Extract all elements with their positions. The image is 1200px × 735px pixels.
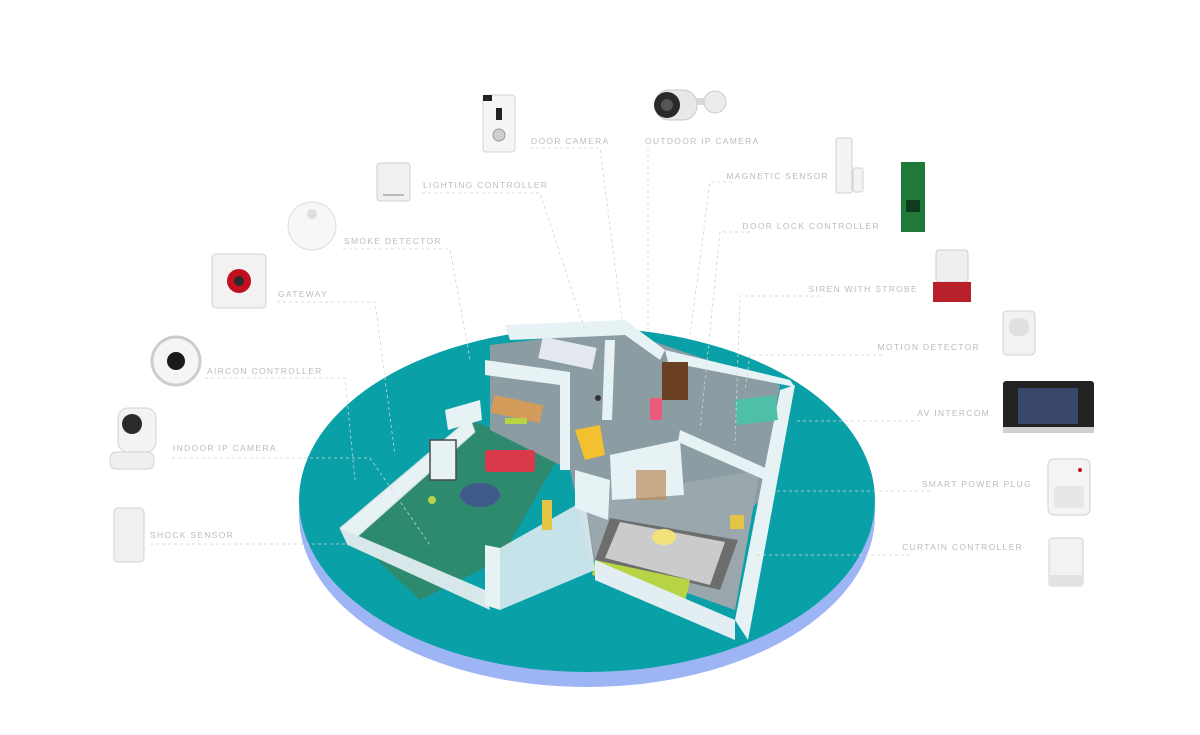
siren-with-strobe-icon [933,249,971,302]
magnetic-sensor-icon [835,137,864,194]
curtain-controller-icon [1048,537,1084,587]
motion-detector-icon [1002,310,1036,356]
label-motion-detector: MOTION DETECTOR [878,342,980,352]
floor-plan [339,320,795,640]
outdoor-ip-camera-icon [654,89,727,121]
label-curtain-controller: CURTAIN CONTROLLER [902,542,1023,552]
smart-power-plug-icon [1047,458,1091,516]
label-door-lock-controller: DOOR LOCK CONTROLLER [743,221,880,231]
labels: DOOR CAMERA OUTDOOR IP CAMERA LIGHTING C… [150,136,1032,552]
indoor-ip-camera-icon [109,407,157,470]
label-gateway: GATEWAY [278,289,328,299]
label-av-intercom: AV INTERCOM [917,408,990,418]
label-shock-sensor: SHOCK SENSOR [150,530,234,540]
shock-sensor-icon [113,507,145,563]
aircon-controller-icon [150,335,202,387]
label-lighting-controller: LIGHTING CONTROLLER [423,180,548,190]
label-smoke-detector: SMOKE DETECTOR [344,236,442,246]
label-indoor-ip-camera: INDOOR IP CAMERA [173,443,277,453]
label-door-camera: DOOR CAMERA [531,136,610,146]
door-camera-icon [482,94,516,153]
label-aircon-controller: AIRCON CONTROLLER [207,366,323,376]
smoke-detector-icon [287,201,337,251]
label-outdoor-ip-camera: OUTDOOR IP CAMERA [645,136,760,146]
label-smart-power-plug: SMART POWER PLUG [922,479,1032,489]
label-magnetic-sensor: MAGNETIC SENSOR [726,171,829,181]
lighting-controller-icon [376,162,411,202]
av-intercom-icon [1003,381,1094,433]
door-lock-controller-icon [901,162,925,232]
label-siren-with-strobe: SIREN WITH STROBE [809,284,918,294]
gateway-icon [211,253,267,309]
leader-lines [150,147,930,556]
